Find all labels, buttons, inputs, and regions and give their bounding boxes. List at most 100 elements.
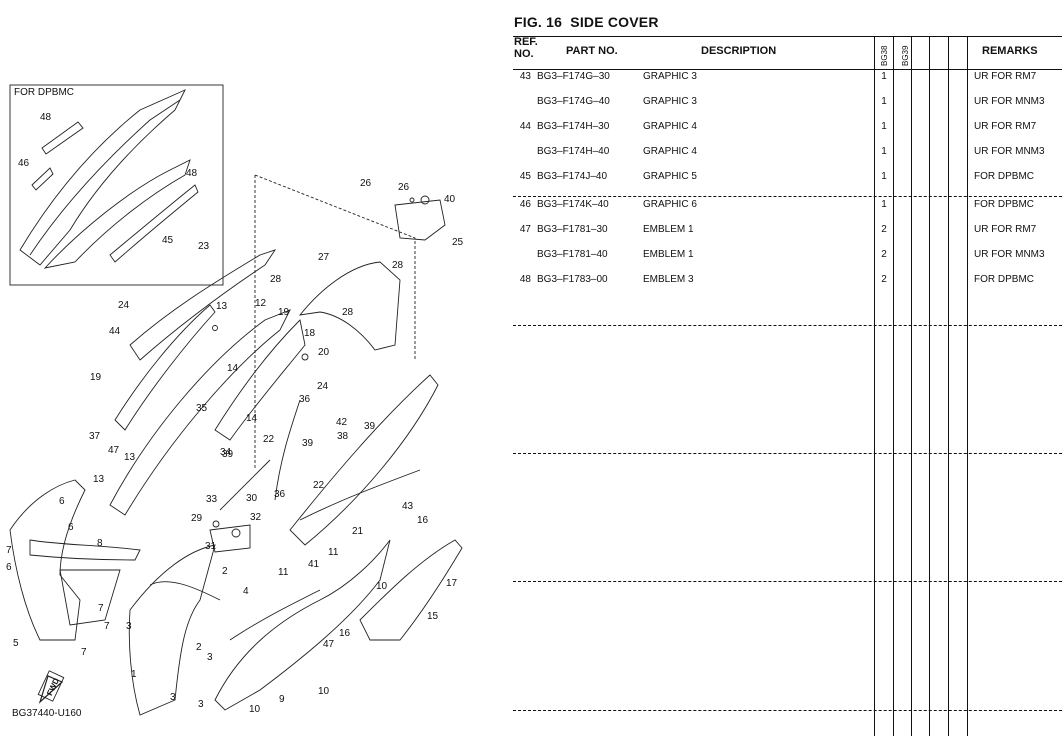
part-no-cell: BG3–F174G–40 [537,96,610,107]
description-cell: GRAPHIC 4 [643,121,697,132]
callout-number: 24 [317,381,329,392]
callout-number: 45 [162,235,174,246]
column-divider [967,36,968,736]
remarks-cell: UR FOR MNM3 [974,96,1045,107]
callout-number: 16 [339,628,351,639]
callout-number: 39 [302,438,314,449]
callout-number: 35 [196,403,208,414]
remarks-cell: FOR DPBMC [974,199,1034,210]
callout-number: 10 [249,704,261,715]
model1-header: BG38 [880,45,889,66]
group-separator [513,581,1062,582]
callout-number: 7 [98,603,104,614]
callout-number: 2 [196,642,202,653]
description-cell: GRAPHIC 5 [643,171,697,182]
qty-cell: 2 [881,224,887,235]
qty-cell: 1 [881,199,887,210]
description-cell: EMBLEM 3 [643,274,694,285]
callout-number: 36 [299,394,311,405]
part-no-cell: BG3–F1783–00 [537,274,608,285]
callout-number: 33 [206,494,218,505]
diagram-code: BG37440-U160 [12,708,82,719]
callout-number: 3 [126,621,132,632]
callout-number: 8 [97,538,103,549]
ref-cell: 46 [519,199,531,210]
qty-cell: 2 [881,249,887,260]
callout-number: 28 [392,260,404,271]
ref-header-line2: NO. [514,48,534,60]
callout-number: 32 [250,512,262,523]
callout-number: 40 [444,194,456,205]
ref-cell: 45 [519,171,531,182]
callout-number: 30 [246,493,258,504]
group-separator [513,196,1062,197]
callout-number: 38 [337,431,349,442]
column-divider [929,36,930,736]
column-divider [948,36,949,736]
callout-number: 11 [328,547,339,558]
callout-number: 42 [336,417,348,428]
callout-number: 18 [304,328,316,339]
remarks-cell: UR FOR MNM3 [974,146,1045,157]
callout-number: 37 [89,431,101,442]
figure-number: FIG. 16 [514,14,563,30]
description-cell: GRAPHIC 4 [643,146,697,157]
part-no-header: PART NO. [566,45,618,57]
qty-cell: 1 [881,146,887,157]
remarks-cell: FOR DPBMC [974,274,1034,285]
column-divider [874,36,875,736]
callout-number: 9 [279,694,285,705]
callout-number: 48 [40,112,52,123]
callout-number: 14 [227,363,239,374]
callout-number: 47 [108,445,120,456]
remarks-cell: FOR DPBMC [974,171,1034,182]
part-no-cell: BG3–F174H–40 [537,146,610,157]
group-separator [513,325,1062,326]
callout-number: 43 [402,501,414,512]
description-cell: GRAPHIC 6 [643,199,697,210]
qty-cell: 1 [881,96,887,107]
group-separator [513,710,1062,711]
callout-number: 26 [398,182,410,193]
ref-cell: 47 [519,224,531,235]
callout-number: 3 [207,652,213,663]
remarks-cell: UR FOR RM7 [974,121,1037,132]
figure-name: SIDE COVER [570,14,659,30]
qty-cell: 1 [881,171,887,182]
qty-cell: 1 [881,71,887,82]
callout-number: 11 [278,567,289,578]
remarks-header: REMARKS [982,45,1038,57]
callout-number: 7 [6,545,12,556]
callout-number: 31 [205,541,217,552]
callout-number: 4 [243,586,249,597]
remarks-cell: UR FOR RM7 [974,71,1037,82]
callout-number: 10 [318,686,330,697]
qty-cell: 2 [881,274,887,285]
table-row: BG3–F174H–40 GRAPHIC 4 1 UR FOR MNM3 [505,146,1062,162]
part-no-cell: BG3–F1781–40 [537,249,608,260]
remarks-cell: UR FOR RM7 [974,224,1037,235]
callout-number: 13 [93,474,105,485]
callout-number: 14 [246,413,258,424]
ref-no-header: REF. NO. [514,36,538,70]
fwd-label: FWD [45,677,61,698]
callout-number: 48 [186,168,198,179]
figure-title: FIG. 16 SIDE COVER [514,14,659,30]
group-separator [513,453,1062,454]
column-divider [911,36,912,736]
description-header: DESCRIPTION [701,45,777,57]
callout-number: 41 [308,559,320,570]
callout-number: 10 [376,581,388,592]
callout-number: 22 [313,480,325,491]
inset-frame [9,84,224,286]
callout-number: 6 [68,522,74,533]
description-cell: GRAPHIC 3 [643,71,697,82]
callout-number: 3 [170,692,176,703]
